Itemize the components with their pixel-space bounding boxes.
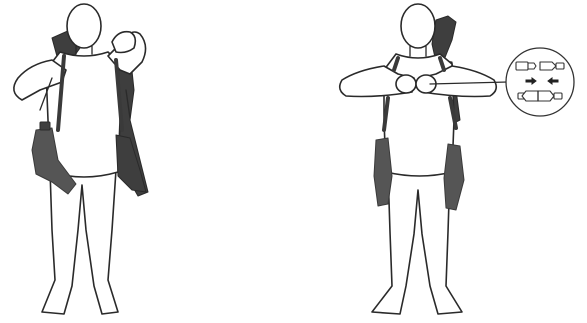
left-figure-legs <box>42 170 118 314</box>
left-figure-hip-buckle <box>40 122 50 130</box>
buckle-prong <box>528 63 536 69</box>
joined-strap-right <box>554 93 562 99</box>
figure-right-connecting-buckle <box>340 4 497 314</box>
left-figure-right-hand <box>112 32 135 53</box>
buckle-joined <box>518 91 562 101</box>
buckle-strap-right <box>556 63 564 69</box>
right-figure-left-fist <box>396 75 416 93</box>
inset-circle <box>506 48 574 116</box>
left-figure-right-pouch <box>116 135 146 192</box>
left-figure-head <box>67 4 101 48</box>
right-figure-left-pouch <box>374 138 392 206</box>
buckle-female-right <box>540 62 556 70</box>
buckle-male-left <box>516 62 528 70</box>
buckle-separated <box>516 62 564 70</box>
right-figure-head <box>401 4 435 48</box>
right-figure-right-pouch <box>444 144 464 210</box>
figure-left-putting-on-harness <box>14 4 148 314</box>
